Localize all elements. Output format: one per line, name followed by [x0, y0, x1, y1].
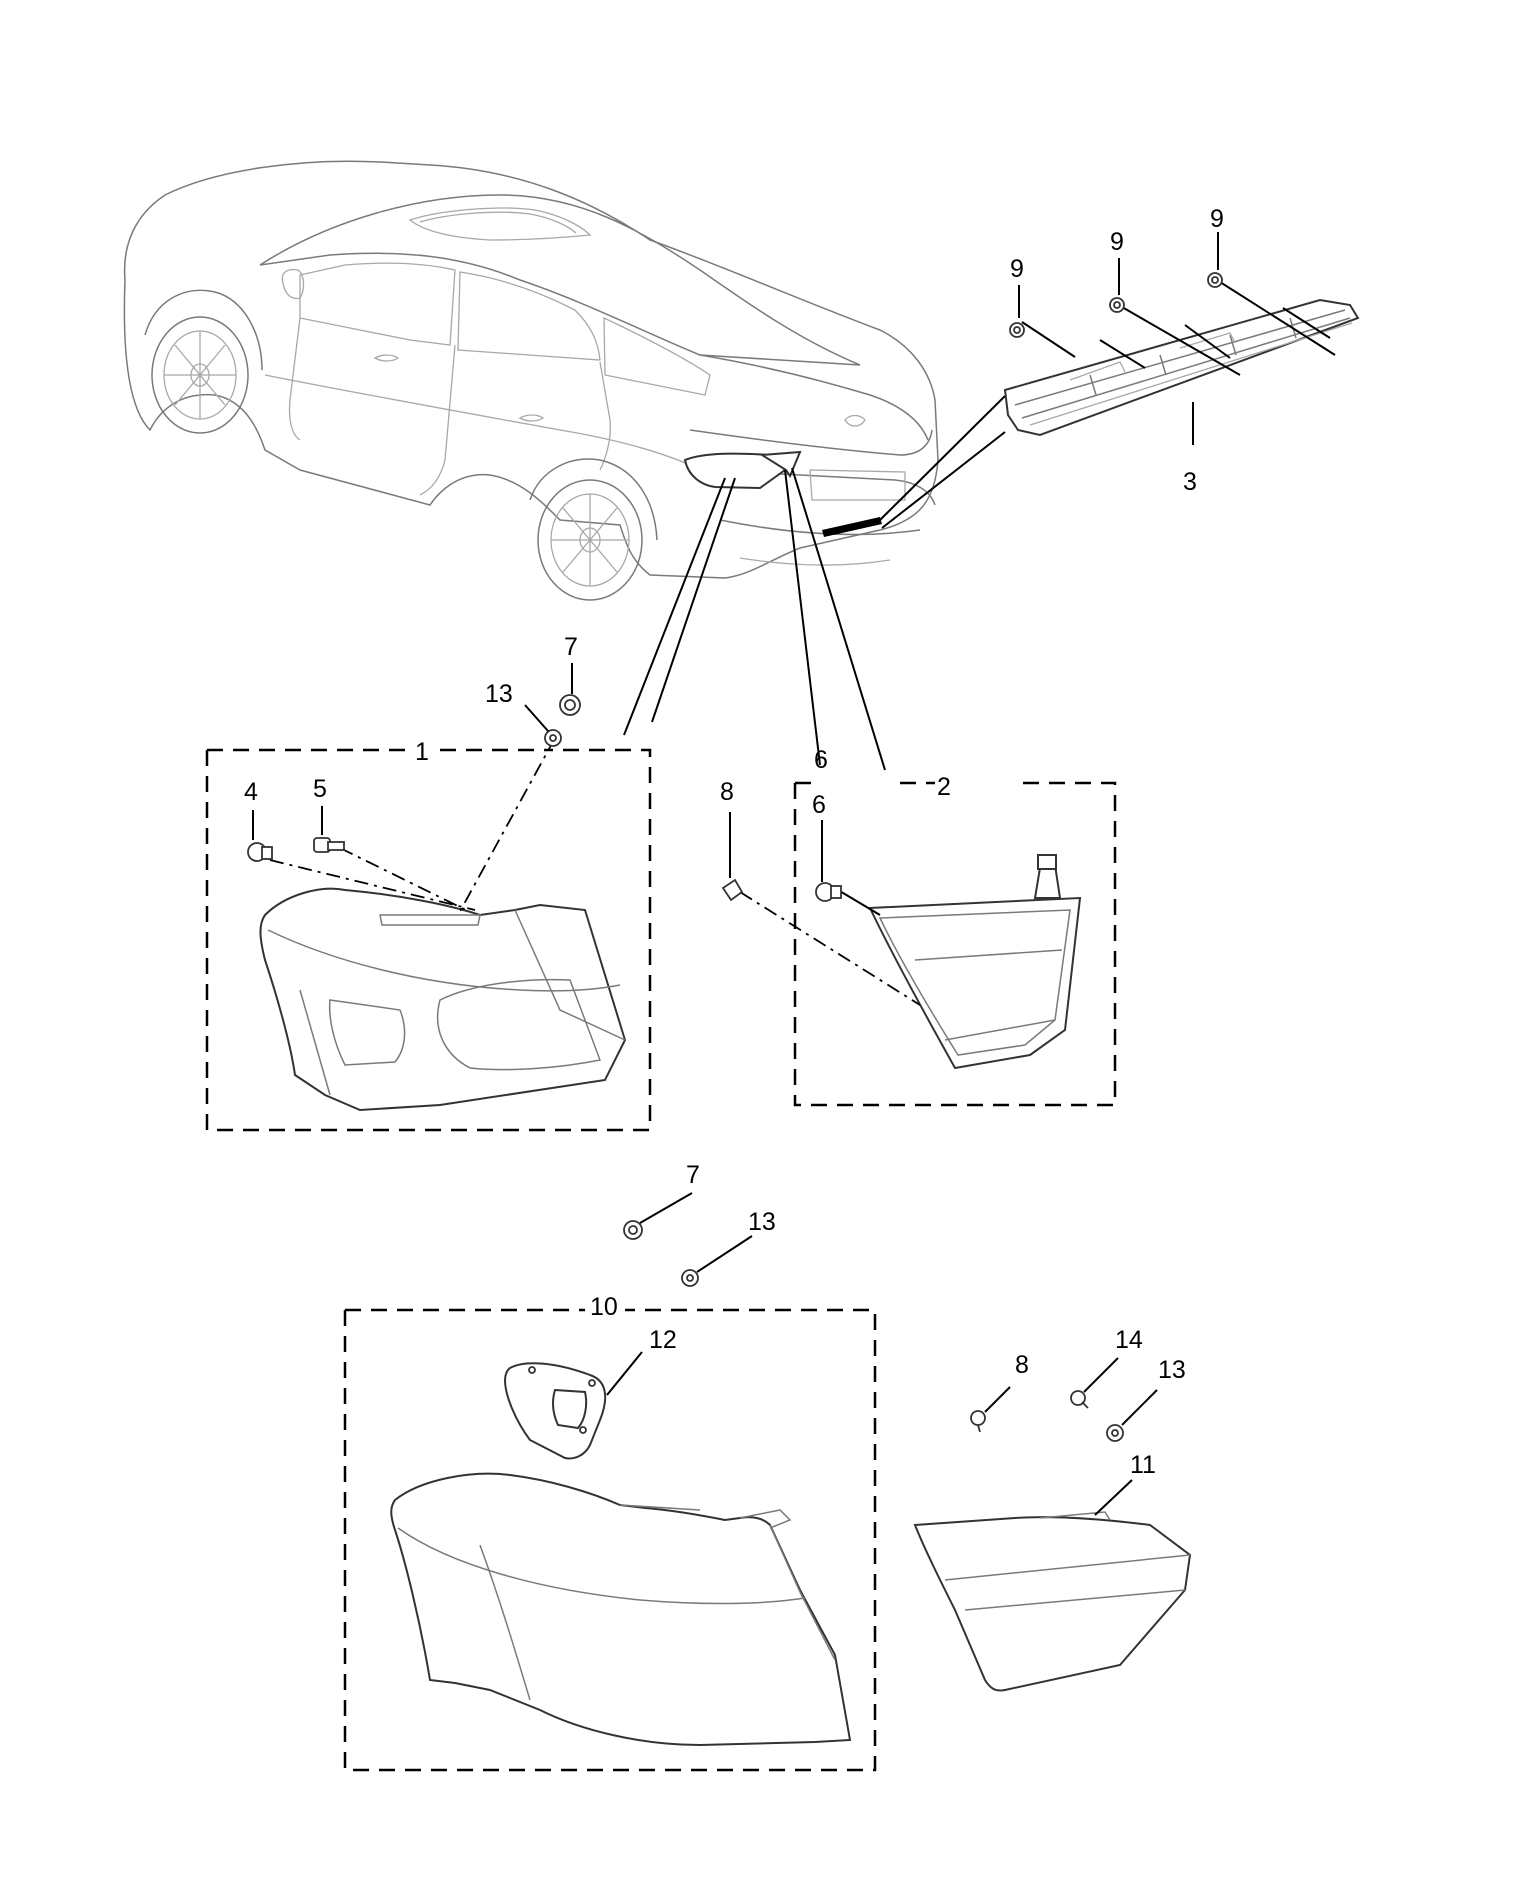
clip-8-upper	[721, 878, 744, 902]
vehicle-illustration	[123, 160, 939, 601]
callout-1: 1	[415, 738, 429, 766]
washer-13-lower	[681, 1269, 699, 1287]
assembly-box-2	[793, 781, 1117, 1107]
assembly-lines	[269, 281, 1336, 1006]
callout-5: 5	[313, 775, 327, 803]
callout-8-lower: 8	[1015, 1351, 1029, 1379]
inner-tail-lamp-11	[913, 1511, 1192, 1692]
bolt-6	[815, 882, 842, 902]
callout-9-c: 9	[1210, 205, 1224, 233]
callout-13-lower: 13	[748, 1208, 776, 1236]
screw-14	[1070, 1390, 1089, 1409]
callout-labels: 9 9 9 3 7 13 1 4 5 8 6 2 6 7 13 10 12 8 …	[244, 205, 1224, 1479]
callout-leaders	[252, 232, 1219, 1516]
callout-9-b: 9	[1110, 228, 1124, 256]
high-mount-stop-lamp	[1003, 298, 1360, 437]
callout-2: 2	[937, 773, 951, 801]
fasteners	[247, 272, 1223, 1442]
clip-9c	[1207, 272, 1223, 288]
assembly-box-1	[205, 748, 652, 1132]
assembly-box-10	[343, 1308, 877, 1772]
nut-7-upper	[559, 694, 581, 716]
callout-8-upper: 8	[720, 778, 734, 806]
callout-14: 14	[1115, 1326, 1143, 1354]
callout-11: 11	[1130, 1451, 1156, 1479]
washer-13-right	[1106, 1424, 1124, 1442]
callout-10: 10	[590, 1293, 618, 1321]
callout-13-right: 13	[1158, 1356, 1186, 1384]
clip-9a	[1009, 322, 1025, 338]
callout-7-lower: 7	[686, 1161, 700, 1189]
washer-13-upper	[544, 729, 562, 747]
callout-6-lower: 6	[812, 791, 826, 819]
clip-9b	[1109, 297, 1125, 313]
callout-4: 4	[244, 778, 258, 806]
callout-6-upper: 6	[814, 746, 828, 774]
leader-lines	[623, 395, 1006, 771]
callout-12: 12	[649, 1326, 677, 1354]
nut-7-lower	[623, 1220, 643, 1240]
bolt-4	[247, 842, 273, 862]
callout-13-upper: 13	[485, 680, 513, 708]
callout-7-upper: 7	[564, 633, 578, 661]
clip-8-lower	[970, 1410, 986, 1433]
callout-9-a: 9	[1010, 255, 1024, 283]
callout-3: 3	[1183, 468, 1197, 496]
stud-5	[313, 837, 345, 853]
